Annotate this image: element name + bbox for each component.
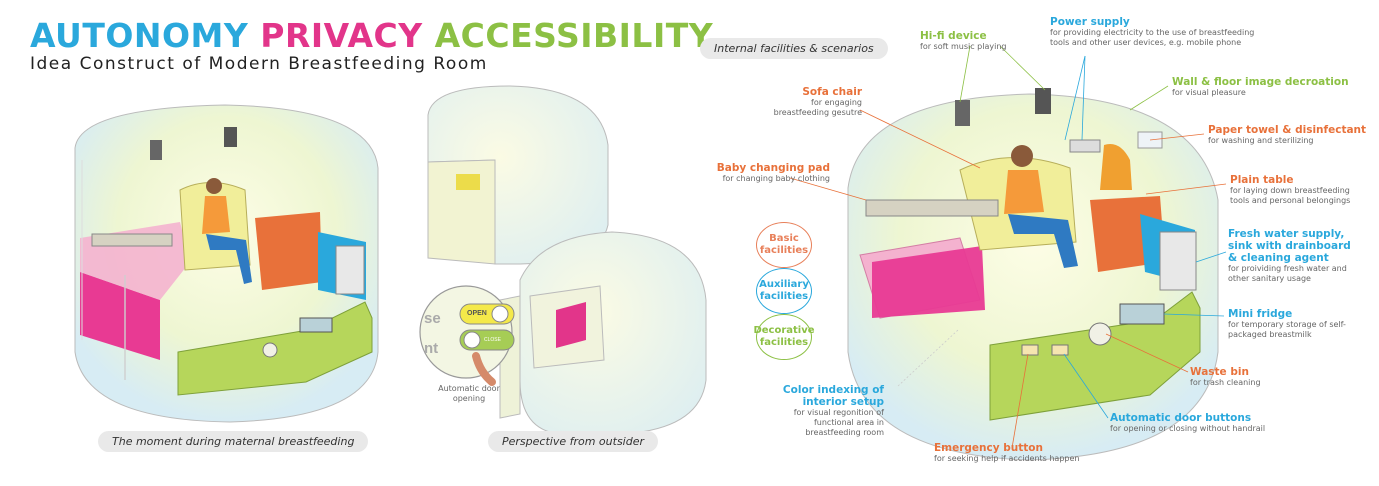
headline-word-autonomy: AUTONOMY <box>30 16 249 55</box>
category-basic: Basic facilities <box>756 222 812 268</box>
annotation-power: Power supply for providing electricity t… <box>1050 16 1255 47</box>
subtitle: Idea Construct of Modern Breastfeeding R… <box>30 54 488 74</box>
door-sign-fragment-bottom: nt <box>424 340 439 357</box>
annotation-towel: Paper towel & disinfectant for washing a… <box>1208 124 1367 145</box>
annotation-sofa: Sofa chair for engaging breastfeeding ge… <box>773 86 862 117</box>
right-pod <box>847 88 1219 461</box>
door-open-button: OPEN <box>467 310 487 317</box>
middle-pod-open <box>499 231 707 435</box>
annotation-fridge: Mini fridge for temporary storage of sel… <box>1228 308 1346 339</box>
door-caption: Automatic door opening <box>438 384 500 403</box>
leader-lines <box>789 45 1227 449</box>
annotation-baby: Baby changing pad for changing baby clot… <box>716 162 830 183</box>
annotation-table: Plain table for laying down breastfeedin… <box>1230 174 1351 205</box>
annotation-waste: Waste bin for trash cleaning <box>1190 366 1261 387</box>
headline-word-privacy: PRIVACY <box>260 16 423 55</box>
annotation-doorbtn: Automatic door buttons for opening or cl… <box>1110 412 1266 433</box>
caption-left: The moment during maternal breastfeeding <box>98 431 369 452</box>
category-decorative: Decorative facilities <box>753 314 815 360</box>
annotation-color: Color indexing of interior setup for vis… <box>782 384 884 437</box>
annotation-hifi: Hi-fi device for soft music playing <box>920 30 1007 51</box>
middle-pod-closed <box>427 85 609 265</box>
headline-word-accessibility: ACCESSIBILITY <box>434 16 714 55</box>
door-sign-fragment-top: se <box>424 310 441 327</box>
annotation-water: Fresh water supply, sink with drainboard… <box>1228 228 1351 283</box>
caption-middle: Perspective from outsider <box>488 431 659 452</box>
annotation-emergency: Emergency button for seeking help if acc… <box>934 442 1080 463</box>
headline: AUTONOMY PRIVACY ACCESSIBILITY <box>30 16 713 55</box>
annotation-wall: Wall & floor image decroation for visual… <box>1172 76 1349 97</box>
left-pod <box>74 104 379 423</box>
category-auxiliary: Auxiliary facilities <box>756 268 812 314</box>
door-close-button: CLOSE <box>484 337 501 343</box>
door-zoom-circle <box>419 285 515 386</box>
caption-right: Internal facilities & scenarios <box>700 38 888 59</box>
